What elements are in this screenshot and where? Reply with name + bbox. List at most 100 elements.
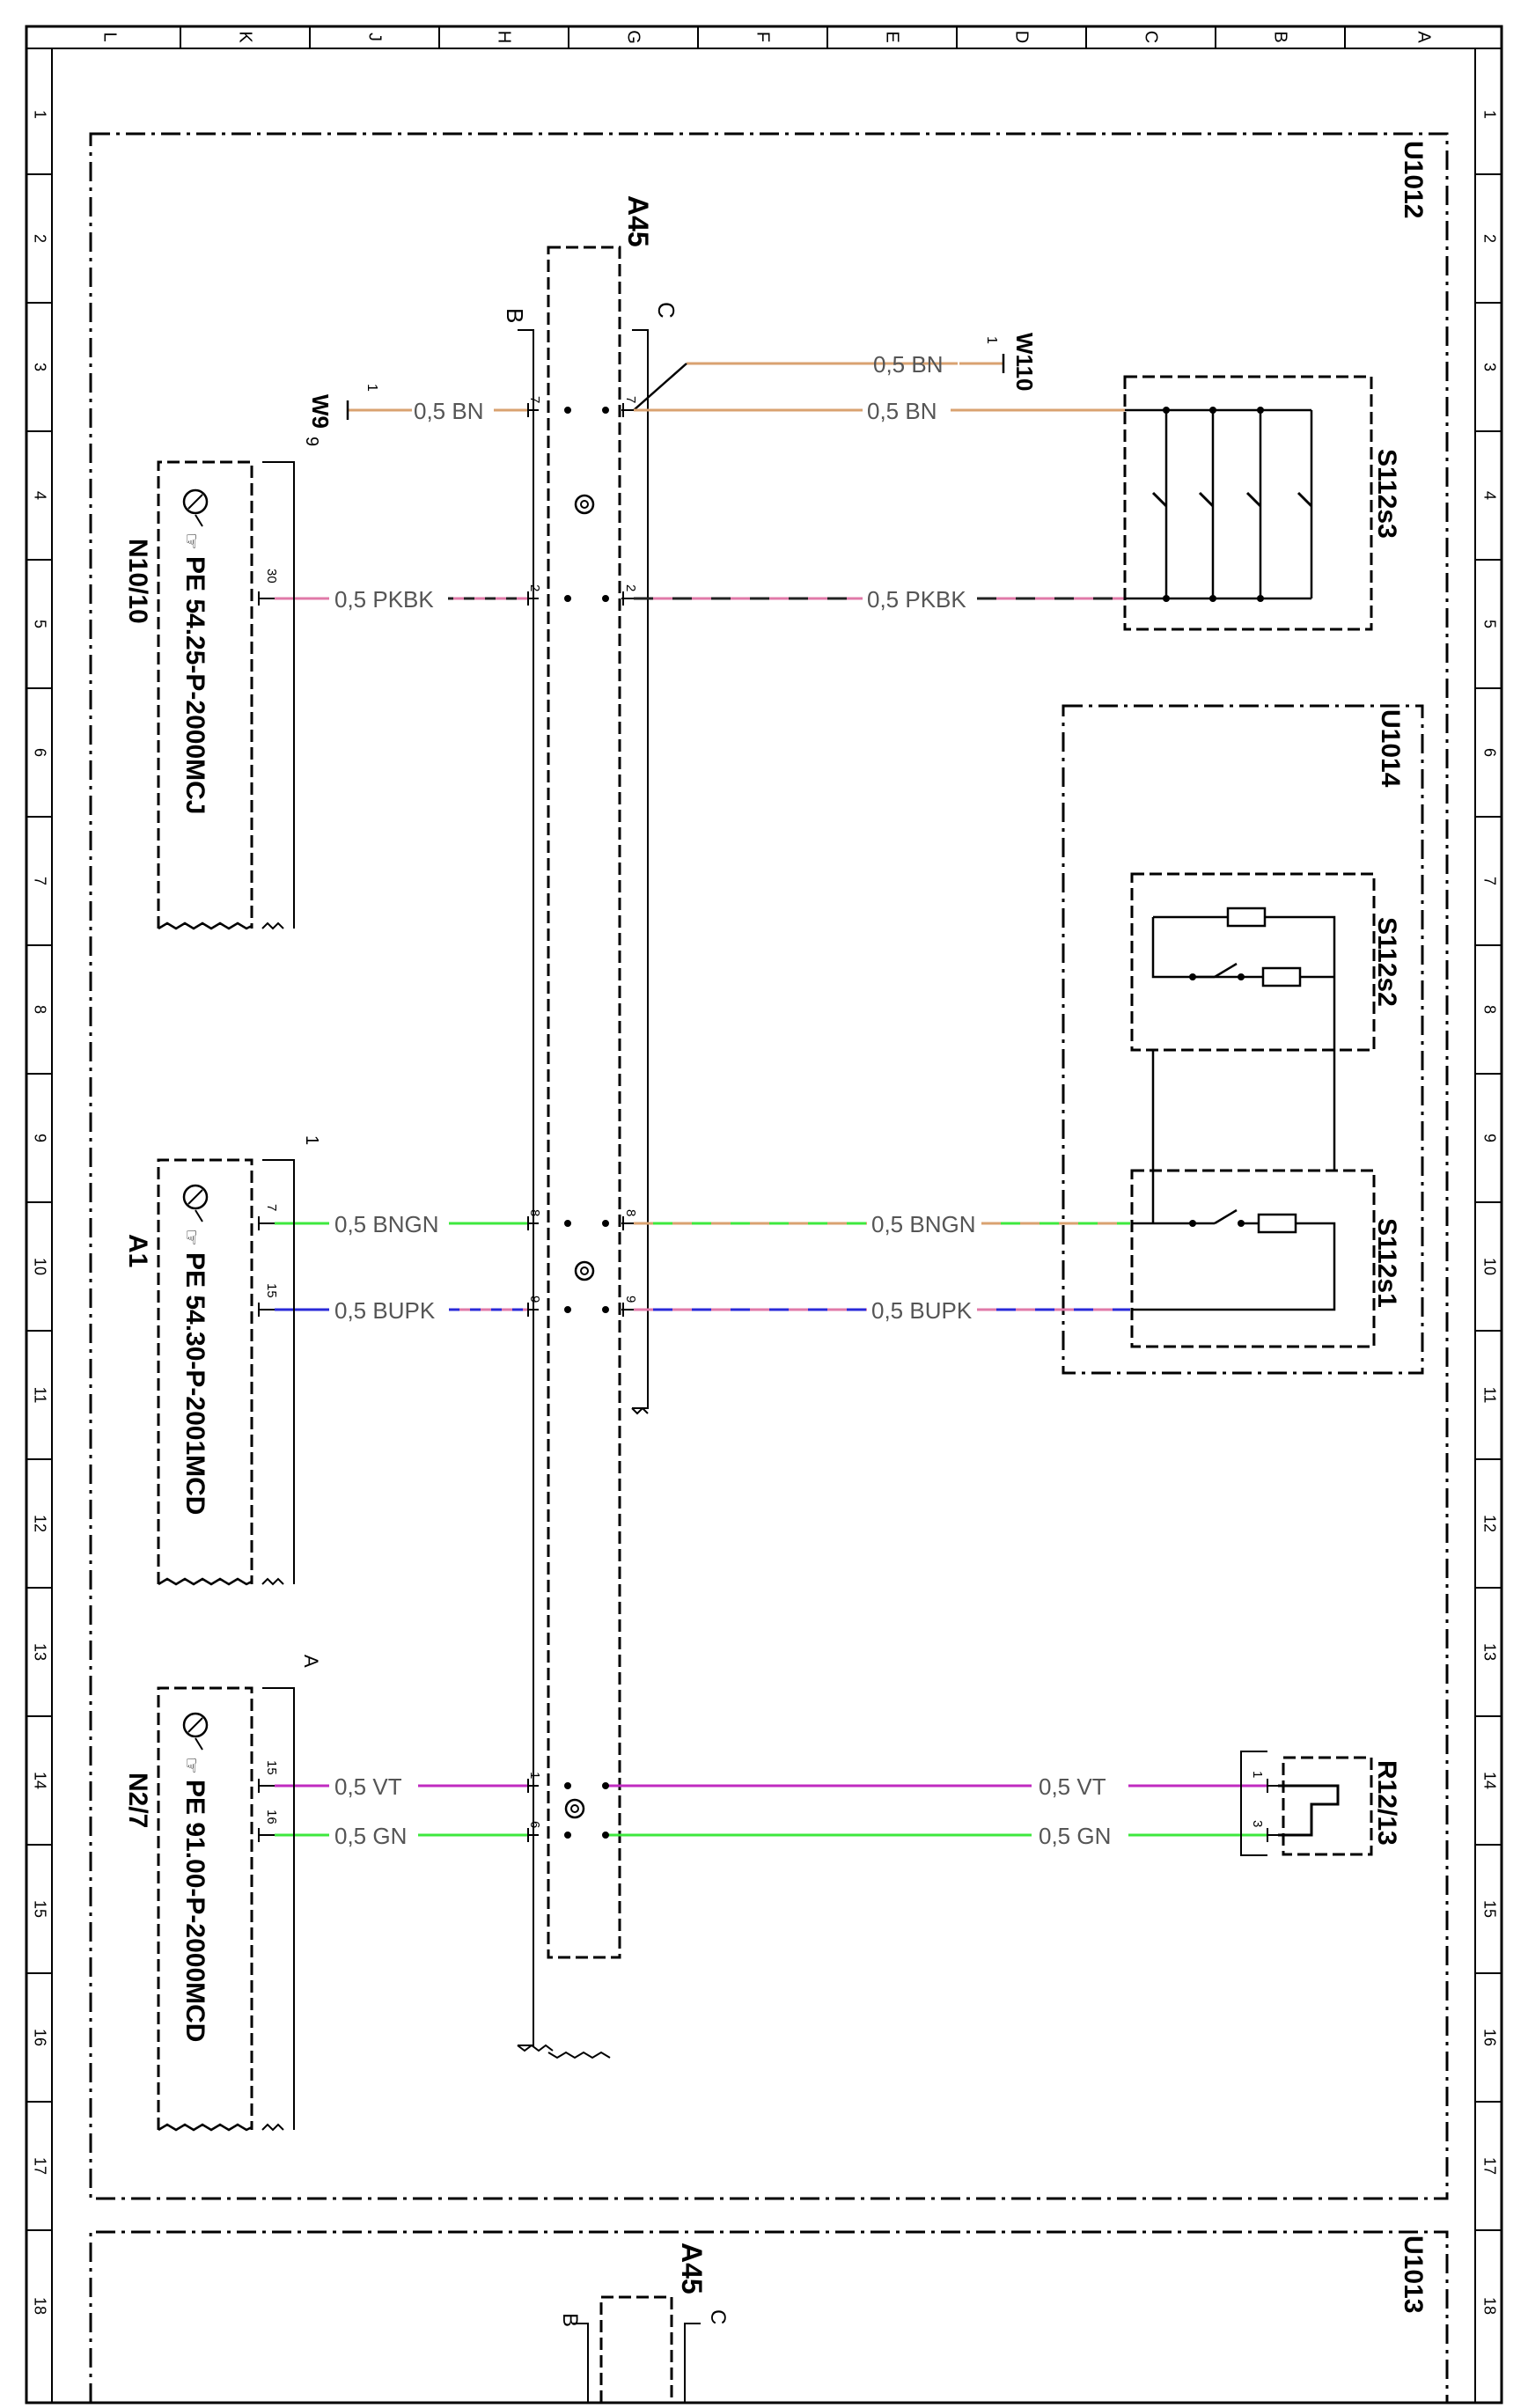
- row-number: 3: [31, 363, 48, 371]
- connector-side-c: C: [706, 2309, 730, 2324]
- pin-number: 9: [527, 1296, 542, 1303]
- row-number: 18: [1480, 2297, 1498, 2315]
- row-number: 1: [31, 110, 48, 119]
- wire-label: 0,5 PKBK: [334, 586, 434, 613]
- col-letter: E: [883, 31, 902, 42]
- row-number: 1: [1480, 110, 1498, 119]
- module-label: A1: [123, 1234, 152, 1267]
- row-number: 10: [1480, 1258, 1498, 1275]
- module-ref: PE 91.00-P-2000MCD: [180, 1780, 209, 2042]
- ground-pin: 1: [984, 336, 999, 344]
- module-ref: PE 54.25-P-2000MCJ: [180, 556, 209, 815]
- switch-s112s1: S112s1: [1130, 1050, 1401, 1348]
- col-letter: K: [236, 31, 255, 43]
- row-number: 2: [31, 234, 48, 243]
- switch-label: S112s3: [1372, 449, 1401, 539]
- wires: [275, 362, 1267, 1837]
- sensor-pin: 1: [1250, 1771, 1265, 1778]
- connector-a45: A45 B C: [502, 195, 680, 2059]
- pin-number: 7: [623, 396, 638, 403]
- row-number: 4: [31, 491, 48, 500]
- col-letter: A: [1414, 31, 1434, 43]
- zone-u1013-boundary: [89, 2230, 1449, 2403]
- lower-zone-content: A45 B C: [558, 2243, 730, 2403]
- switch-contact: [1151, 491, 1168, 508]
- col-letter: B: [1271, 31, 1290, 42]
- row-number: 7: [1480, 877, 1498, 885]
- ground-pin: 1: [364, 384, 379, 392]
- row-number: 16: [1480, 2029, 1498, 2046]
- pin-number: 7: [527, 396, 542, 403]
- row-number: 6: [1480, 748, 1498, 757]
- wire-label: 0,5 BNGN: [871, 1211, 976, 1237]
- row-number: 5: [1480, 620, 1498, 628]
- pin-number: 1: [527, 1772, 542, 1779]
- pin-number: 2: [623, 584, 638, 591]
- module-header: A: [300, 1655, 322, 1668]
- ground-w9: W9 1: [307, 384, 379, 429]
- row-number: 2: [1480, 234, 1498, 243]
- sensor-label: R12/13: [1372, 1760, 1401, 1846]
- module-ref: PE 54.30-P-2001MCD: [180, 1252, 209, 1515]
- row-number: 4: [1480, 491, 1498, 500]
- spiral-icon: [574, 494, 595, 515]
- wire-label: 0,5 BN: [873, 351, 944, 378]
- sensor-r12-13: 1 3 R12/13: [1240, 1751, 1401, 1856]
- module-header: 1: [302, 1135, 321, 1145]
- row-number: 13: [1480, 1643, 1498, 1661]
- diagnostic-icon: [182, 488, 209, 515]
- row-number: 11: [1480, 1387, 1498, 1404]
- hand-icon: ☞: [180, 532, 202, 550]
- row-number: 12: [31, 1515, 48, 1532]
- row-number: 3: [1480, 363, 1498, 371]
- row-number: 17: [31, 2157, 48, 2175]
- row-number: 8: [1480, 1005, 1498, 1014]
- module-pin: 16: [264, 1810, 279, 1824]
- ground-label: W9: [307, 394, 334, 429]
- module-label: N2/7: [123, 1773, 152, 1828]
- column-dividers: [180, 26, 1346, 48]
- switch-s112s2: S112s2: [1130, 872, 1401, 1052]
- switch-label: S112s1: [1372, 1218, 1401, 1308]
- row-number: 14: [1480, 1772, 1498, 1789]
- module-n2-7: A 15 16 ☞ PE 91.00-P-2000MCD N2/7: [123, 1655, 322, 2132]
- connector-label: A45: [622, 195, 654, 247]
- module-pin: 30: [264, 569, 279, 584]
- wire-label: 0,5 BN: [414, 398, 484, 424]
- row-number: 18: [31, 2297, 48, 2315]
- row-number: 14: [31, 1772, 48, 1789]
- pin-number: 2: [527, 584, 542, 591]
- outer-frame: [25, 25, 1503, 2404]
- spiral-icon: [564, 1798, 585, 1819]
- switch-contact: [1297, 491, 1313, 508]
- connector-side-c: C: [653, 302, 680, 319]
- row-number: 17: [1480, 2157, 1498, 2175]
- col-letter: G: [624, 30, 643, 44]
- zone-boundaries: [89, 132, 1449, 2403]
- zone-labels: U1012 U1014 U1013: [1376, 141, 1428, 2313]
- module-pin: 15: [264, 1283, 279, 1298]
- sensor-pin: 3: [1250, 1820, 1265, 1827]
- row-number: 9: [31, 1134, 48, 1142]
- wire-label: 0,5 GN: [1039, 1823, 1111, 1849]
- module-label: N10/10: [123, 539, 152, 624]
- module-a1: 1 7 15 ☞ PE 54.30-P-2001MCD A1: [123, 1135, 321, 1586]
- connector-pins: [527, 403, 634, 1842]
- connector-side-b: B: [502, 308, 528, 323]
- row-number: 15: [31, 1900, 48, 1918]
- row-numbers: 1 1 2 2 3 3 4 4 5 5 6 6 7 7 8 8 9 9 10 1…: [31, 110, 1498, 2315]
- row-number: 5: [31, 620, 48, 628]
- module-header: 9: [302, 437, 321, 446]
- module-n10-10: 9 30 ☞ PE 54.25-P-2000MCJ N10/10: [123, 437, 321, 930]
- pin-number: 8: [623, 1209, 638, 1216]
- diagnostic-icon: [182, 1184, 209, 1210]
- connector-side-b: B: [558, 2313, 582, 2327]
- col-letter: C: [1142, 31, 1161, 43]
- wire-labels: 0,5 BN 0,5 BN 0,5 BN 0,5 PKBK 0,5 PKBK 0…: [334, 351, 1111, 1849]
- col-letter: J: [365, 33, 385, 41]
- col-letter: F: [753, 32, 773, 42]
- module-pin: 15: [264, 1760, 279, 1775]
- pin-number: 8: [527, 1209, 542, 1216]
- row-number: 8: [31, 1005, 48, 1014]
